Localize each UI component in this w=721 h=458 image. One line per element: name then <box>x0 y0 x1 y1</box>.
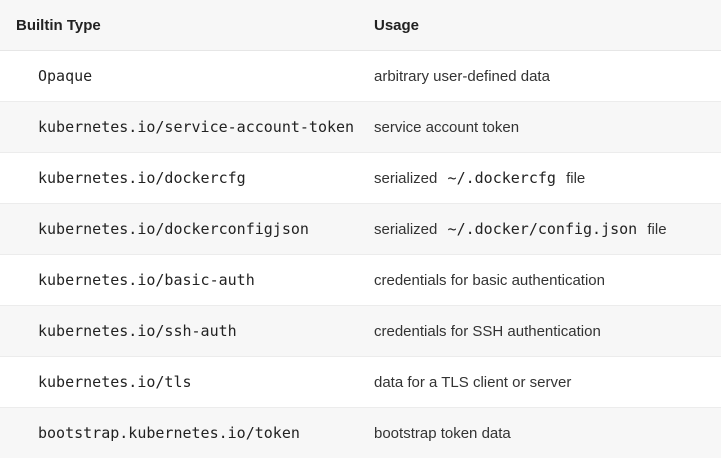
usage-inline-code: ~/.dockercfg <box>447 169 556 187</box>
type-cell: kubernetes.io/tls <box>38 372 192 391</box>
usage-inline-code: ~/.docker/config.json <box>447 220 638 238</box>
usage-text: data for a TLS client or server <box>374 373 572 391</box>
usage-cell: bootstrap token data <box>374 425 721 442</box>
table-row: kubernetes.io/ssh-auth credentials for S… <box>0 306 721 357</box>
header-builtin-type: Builtin Type <box>16 16 101 34</box>
usage-text: service account token <box>374 118 520 136</box>
table-row: bootstrap.kubernetes.io/token bootstrap … <box>0 408 721 458</box>
usage-cell: serialized ~/.dockercfg file <box>374 169 721 187</box>
type-cell: kubernetes.io/dockercfg <box>38 168 246 187</box>
usage-text: serialized <box>374 170 438 187</box>
usage-cell: serialized ~/.docker/config.json file <box>374 220 721 238</box>
type-cell: bootstrap.kubernetes.io/token <box>38 423 300 442</box>
header-usage: Usage <box>374 16 420 34</box>
table-row: kubernetes.io/basic-auth credentials for… <box>0 255 721 306</box>
type-cell: kubernetes.io/ssh-auth <box>38 321 237 340</box>
table-row: kubernetes.io/service-account-token serv… <box>0 102 721 153</box>
usage-cell: credentials for SSH authentication <box>374 323 721 340</box>
usage-text: arbitrary user-defined data <box>374 67 550 85</box>
type-cell: kubernetes.io/basic-auth <box>38 270 255 289</box>
usage-cell: arbitrary user-defined data <box>374 68 721 85</box>
usage-cell: service account token <box>374 119 721 136</box>
table-row: kubernetes.io/dockercfg serialized ~/.do… <box>0 153 721 204</box>
usage-text: credentials for SSH authentication <box>374 322 601 340</box>
table-header: Builtin Type Usage <box>0 0 721 51</box>
usage-text-suffix: file <box>566 170 586 187</box>
usage-cell: credentials for basic authentication <box>374 272 721 289</box>
type-cell: Opaque <box>38 66 93 85</box>
table-row: kubernetes.io/dockerconfigjson serialize… <box>0 204 721 255</box>
table-row: kubernetes.io/tls data for a TLS client … <box>0 357 721 408</box>
usage-text-suffix: file <box>647 221 667 238</box>
table-row: Opaque arbitrary user-defined data <box>0 51 721 102</box>
usage-text: credentials for basic authentication <box>374 271 605 289</box>
usage-text: bootstrap token data <box>374 424 511 442</box>
usage-cell: data for a TLS client or server <box>374 374 721 391</box>
usage-text: serialized <box>374 221 438 238</box>
type-cell: kubernetes.io/dockerconfigjson <box>38 219 309 238</box>
type-cell: kubernetes.io/service-account-token <box>38 117 355 136</box>
